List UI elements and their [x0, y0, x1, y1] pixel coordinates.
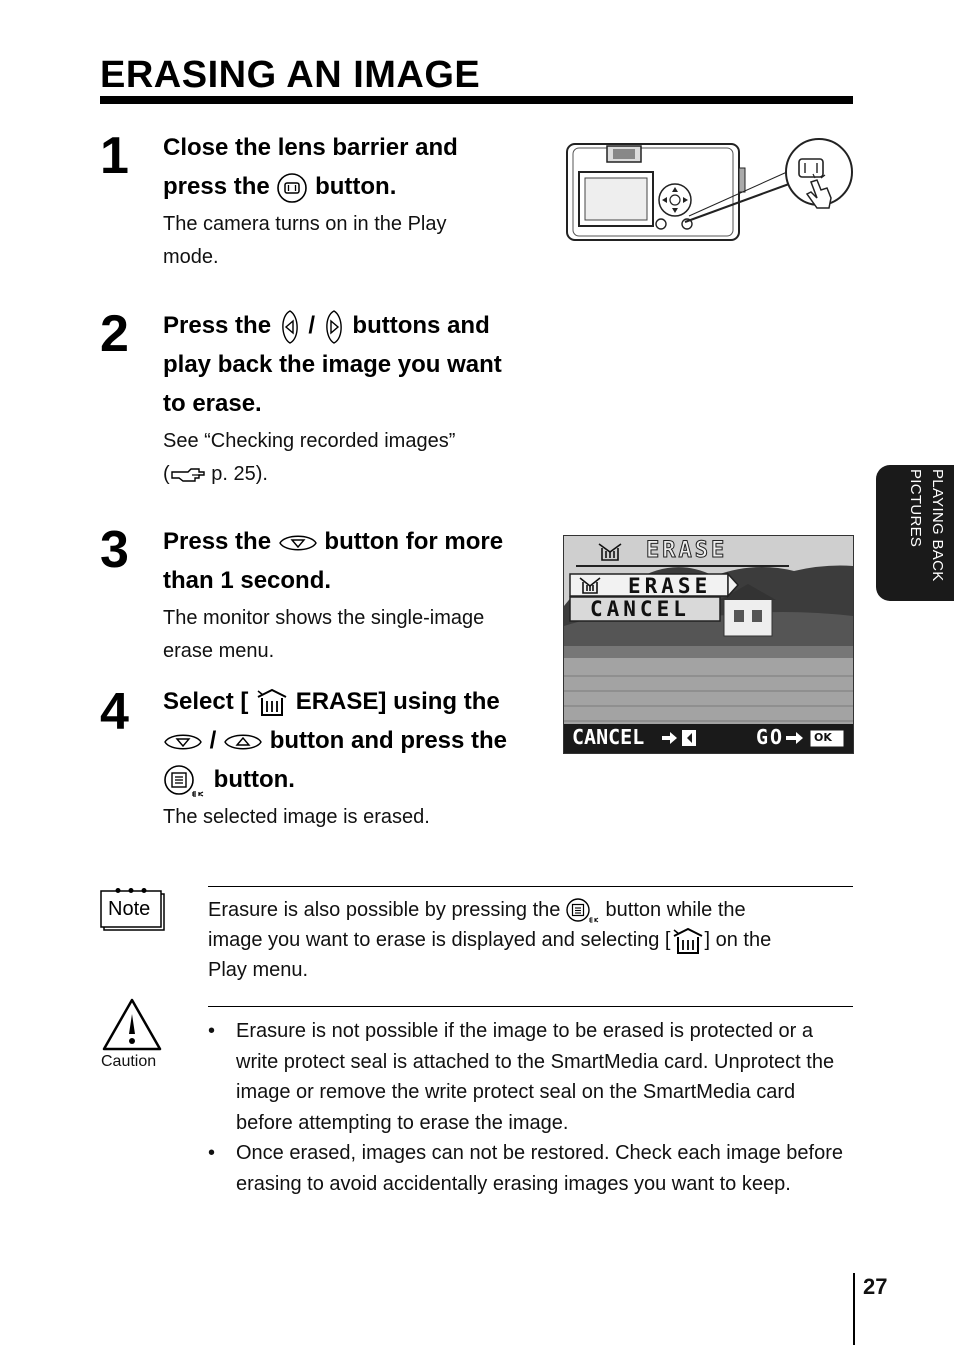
step-3: Press the button for more than 1 second.…: [163, 522, 543, 668]
note-text-part2: button while the: [605, 899, 746, 921]
up-arrow-button-icon: [224, 734, 262, 750]
step-4-head-part3: button and press the: [269, 727, 508, 754]
step-4-head-sep: /: [209, 727, 217, 754]
note-text-part4: ] on the: [704, 929, 772, 951]
step-2-body-paren-open: (: [163, 463, 170, 485]
step-4: Select [ ERASE] using the / button and p…: [163, 682, 553, 834]
step-3-head-part1: Press the: [163, 528, 272, 555]
right-arrow-button-icon: [325, 309, 342, 344]
caution-bullet-2-text: Once erased, images can not be restored.…: [236, 1142, 844, 1195]
page-title: ERASING AN IMAGE: [100, 54, 481, 96]
note-text: Erasure is also possible by pressing the…: [208, 895, 853, 985]
step-3-body-line1: The monitor shows the single-image: [163, 607, 485, 629]
camera-back-illustration: [566, 138, 853, 241]
step-number-1: 1: [100, 127, 129, 185]
note-label: Note: [108, 898, 151, 920]
page-number-rule: [853, 1273, 855, 1345]
erase-trash-icon: [673, 927, 702, 954]
caution-bullet-1: • Erasure is not possible if the image t…: [208, 1020, 835, 1134]
down-arrow-button-icon: [278, 535, 317, 551]
step-3-head-part2: button for more: [324, 528, 504, 555]
note-text-part1: Erasure is also possible by pressing the: [208, 899, 561, 921]
step-number-4: 4: [100, 683, 129, 741]
caution-bullet-2: • Once erased, images can not be restore…: [208, 1142, 844, 1195]
step-1-head-part2: press the: [163, 173, 270, 200]
note-text-part5: Play menu.: [208, 959, 309, 981]
step-1-body-line1: The camera turns on in the Play: [163, 213, 447, 235]
step-number-3: 3: [100, 521, 129, 579]
page-number: 27: [863, 1274, 888, 1299]
lcd-option-cancel[interactable]: CANCEL: [590, 597, 690, 621]
erase-trash-icon: [257, 688, 287, 716]
ok-menu-button-icon: [566, 898, 599, 923]
caution-bullet-list: • Erasure is not possible if the image t…: [208, 1016, 853, 1199]
step-3-body-line2: erase menu.: [163, 640, 275, 662]
ok-menu-button-icon: [164, 764, 204, 797]
down-arrow-button-icon: [164, 734, 202, 750]
step-2-head-part1: Press the: [163, 312, 272, 339]
step-2-head-line3: to erase.: [163, 390, 262, 417]
lcd-background-photo: [564, 536, 853, 753]
lcd-erase-option-icon: [579, 577, 601, 594]
section-tab: PLAYING BACK PICTURES: [876, 465, 954, 601]
note-icon: [100, 888, 165, 931]
step-4-head-part1: Select [: [163, 688, 249, 715]
lcd-erase-menu-screen: ERASE ERASE CANCEL CANCEL GO OK: [563, 535, 854, 754]
step-1: Close the lens barrier and press the but…: [163, 128, 543, 274]
step-1-head-part3: button.: [315, 173, 397, 200]
caution-top-rule: [208, 1006, 853, 1007]
caution-bullet-1-text: Erasure is not possible if the image to …: [236, 1020, 835, 1134]
step-number-2: 2: [100, 305, 129, 363]
left-arrow-button-icon: [281, 309, 298, 344]
play-button-icon: [277, 172, 308, 203]
lcd-footer-go: GO: [756, 725, 785, 749]
step-4-head-part4: button.: [213, 766, 295, 793]
section-tab-line2: PICTURES: [907, 469, 924, 548]
step-1-body-line2: mode.: [163, 246, 219, 268]
lcd-footer-cancel: CANCEL: [572, 725, 645, 749]
section-tab-line1: PLAYING BACK: [929, 469, 946, 582]
step-2-head-line2: play back the image you want: [163, 351, 502, 378]
step-4-head-part2: ERASE] using the: [295, 688, 500, 715]
step-2-head-sep: /: [308, 312, 316, 339]
page-reference-hand-icon: [170, 468, 205, 482]
lcd-ok-badge: OK: [814, 731, 832, 744]
step-2-head-part2: buttons and: [352, 312, 490, 339]
lcd-header-label: ERASE: [645, 538, 728, 564]
caution-label: Caution: [101, 1053, 157, 1070]
lcd-option-erase[interactable]: ERASE: [628, 574, 712, 598]
note-text-part3: image you want to erase is displayed and…: [208, 929, 671, 951]
step-1-head-line1: Close the lens barrier and: [163, 134, 458, 161]
step-3-head-line2: than 1 second.: [163, 567, 332, 594]
step-2-body-page-ref: p. 25).: [211, 463, 268, 485]
title-rule: [100, 96, 853, 104]
step-2-body-line1: See “Checking recorded images”: [163, 430, 456, 452]
caution-warning-icon: [102, 998, 162, 1051]
step-2: Press the / buttons and play back the im…: [163, 306, 543, 491]
note-top-rule: [208, 886, 853, 887]
step-4-body-line1: The selected image is erased.: [163, 806, 430, 828]
lcd-erase-header-icon: [598, 543, 622, 561]
